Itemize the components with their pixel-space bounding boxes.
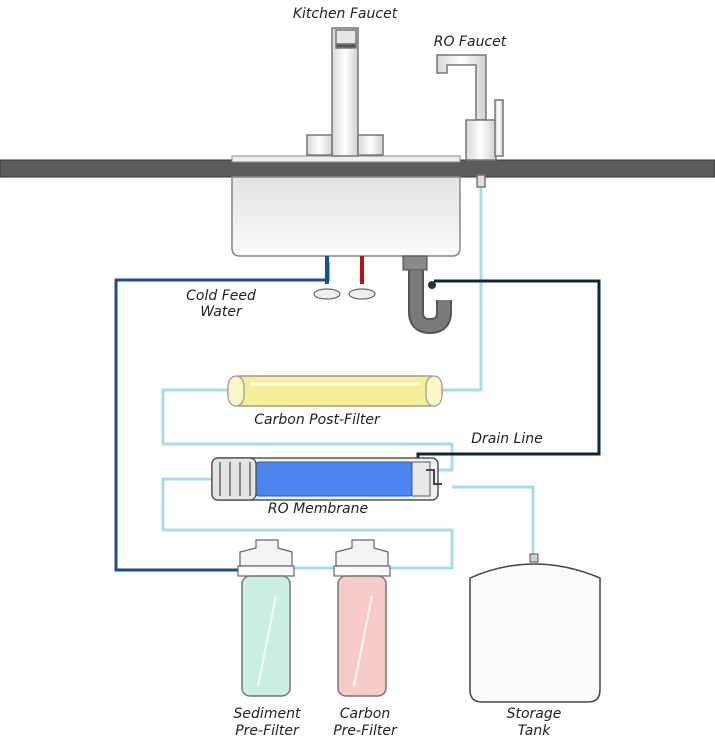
sink-basin [231,176,461,257]
kitchen-faucet-spout [335,29,357,45]
kitchen-faucet-label: Kitchen Faucet [293,6,398,22]
sediment-pre-filter [237,539,295,697]
carbon-pre-filter [333,539,391,697]
sediment-pre-filter-cap [239,539,293,567]
kitchen-faucet-aerator [335,43,357,49]
kitchen-faucet-left-handle [306,134,333,156]
labels: Kitchen Faucet RO Faucet Cold Feed Water… [186,6,561,739]
post-filter-inlet-line [161,388,454,472]
carbon-pre-filter-head [333,565,391,577]
storage-tank [469,553,601,703]
carbon-post-filter [227,375,443,407]
ro-faucet-base [465,119,497,161]
carbon-pre-label-2: Pre-Filter [333,723,398,739]
carbon-pre-label-1: Carbon [340,706,390,722]
sediment-label-2: Pre-Filter [235,723,300,739]
ro-membrane [211,457,442,501]
carbon-post-filter-right-cap [425,375,443,407]
ro-membrane-end-fitting [411,461,431,497]
drain-tailpiece-top [402,255,428,271]
ro-faucet-lever [494,99,504,157]
kitchen-faucet [306,27,384,157]
sediment-pre-filter-bowl [241,575,291,697]
carbon-pre-filter-shine [353,595,373,687]
membrane-loop-line [161,477,454,570]
kitchen-faucet-body [331,27,359,157]
ro-faucet-spout [436,54,487,121]
carbon-post-filter-body [227,375,443,407]
ro-faucet [436,54,504,188]
storage-tank-valve [529,553,539,563]
hot-supply-stub [360,256,364,284]
sink-rim [231,155,461,163]
drain-trap-highlight [410,270,450,333]
supply-valves [313,256,376,300]
ro-membrane-element [255,461,413,497]
countertop [0,159,715,178]
kitchen-faucet-right-handle [357,134,384,156]
purified-water-lines [161,188,535,570]
sediment-label-1: Sediment [234,706,301,722]
tank-feed-line [452,485,535,558]
storage-tank-body [469,563,601,703]
carbon-post-filter-left-cap [227,375,245,407]
ro-membrane-drain-elbow [426,469,442,485]
ro-membrane-label: RO Membrane [268,501,368,517]
carbon-pre-filter-bowl [337,575,387,697]
cold-feed-line [114,262,330,572]
storage-tank-label-2: Tank [518,723,552,739]
cold-feed-label-2: Water [200,304,243,320]
carbon-post-filter-label: Carbon Post-Filter [254,412,381,428]
sediment-pre-filter-shine [257,595,277,687]
hot-valve [348,288,376,300]
drain-trap [402,255,452,335]
ro-faucet-shank [476,174,486,188]
ro-membrane-cap [211,457,257,501]
cold-feed-label-1: Cold Feed [186,288,256,304]
drain-line-label: Drain Line [471,431,543,447]
ro-faucet-label: RO Faucet [434,34,507,50]
cold-valve [313,288,341,300]
drain-saddle [428,281,436,289]
storage-tank-label-1: Storage [507,706,562,722]
carbon-pre-filter-cap [335,539,389,567]
ro-faucet-supply-line [442,188,483,392]
sediment-pre-filter-head [237,565,295,577]
